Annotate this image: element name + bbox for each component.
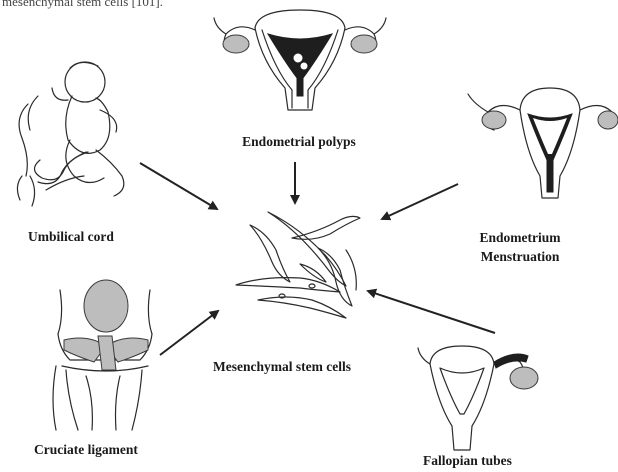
label-cruciate-ligament: Cruciate ligament (34, 441, 138, 458)
uterus-polyps-drawing (214, 10, 386, 110)
msc-cells-drawing (236, 212, 360, 318)
knee-ligament-drawing (53, 280, 152, 430)
label-endometrium: Endometrium (440, 229, 600, 246)
infant-umbilical-drawing (17, 62, 123, 206)
label-endometrial-polyps: Endometrial polyps (212, 133, 386, 150)
arrow-from-umbilical-cord (140, 163, 217, 209)
arrow-from-cruciate-ligament (160, 311, 218, 355)
label-fallopian-tubes: Fallopian tubes (423, 452, 512, 469)
arrow-from-endometrium (382, 184, 458, 219)
label-menstruation: Menstruation (440, 248, 600, 265)
label-mesenchymal-stem-cells: Mesenchymal stem cells (213, 358, 351, 375)
arrow-from-fallopian-tubes (368, 291, 495, 333)
uterus-fallopian-drawing (418, 346, 538, 450)
label-umbilical-cord: Umbilical cord (28, 228, 114, 245)
uterus-menstruation-drawing (468, 88, 618, 198)
